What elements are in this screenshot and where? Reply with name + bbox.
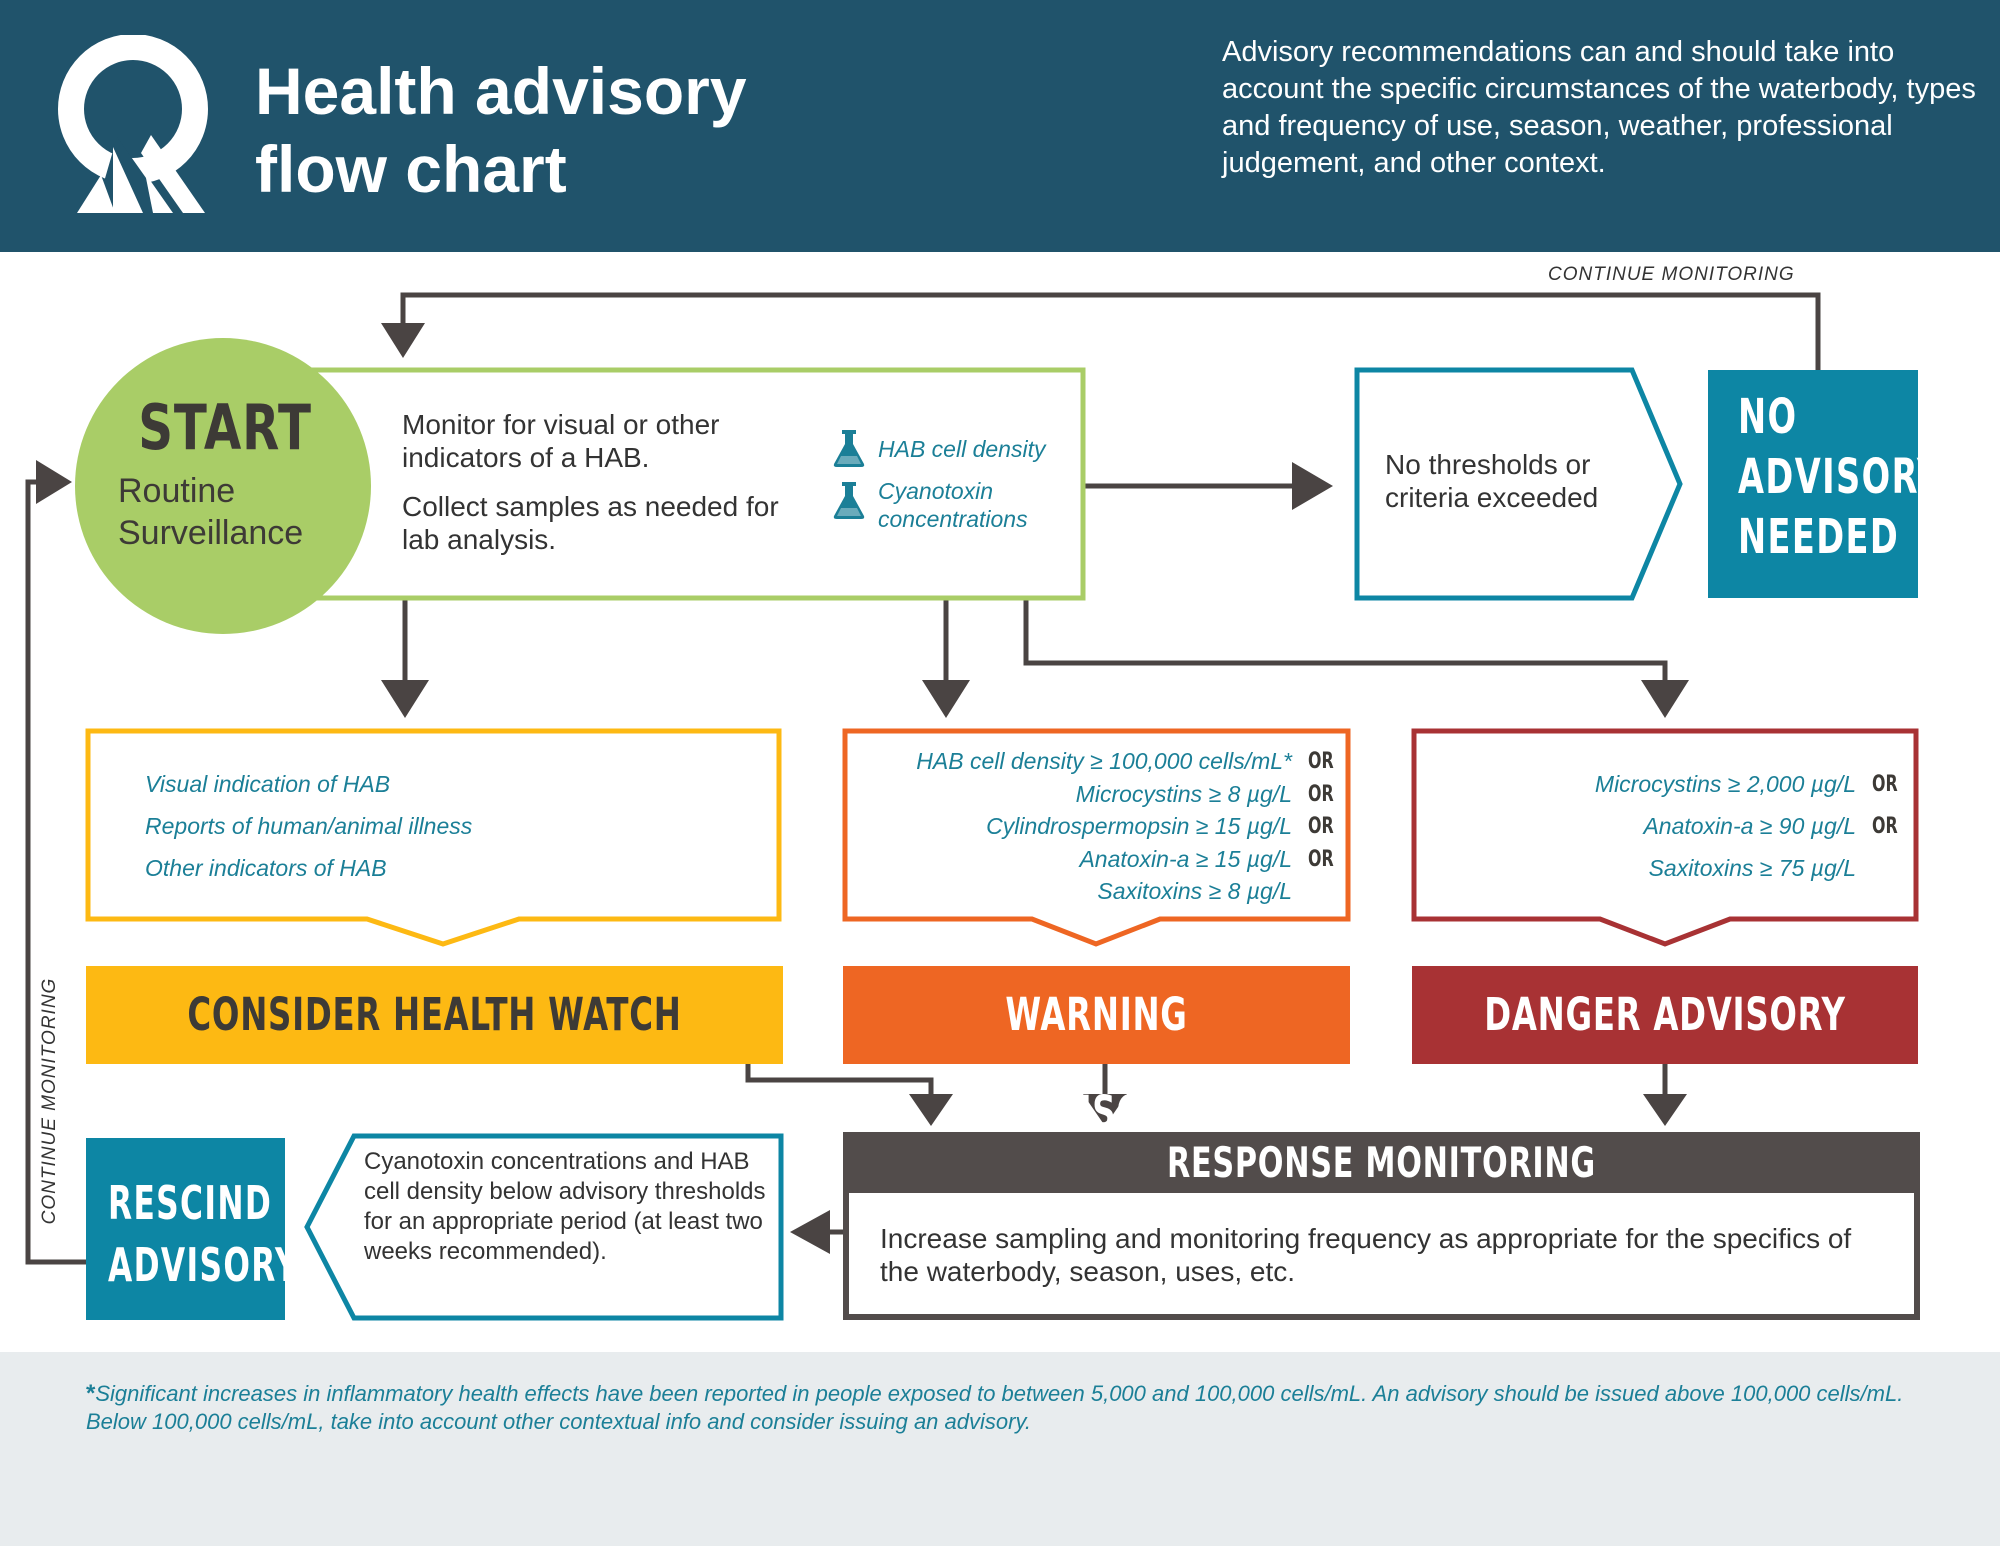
logo-mark — [58, 35, 208, 213]
criterion-item: Microcystins ≥ 8 µg/L — [1075, 780, 1292, 807]
arrowhead-no-threshold — [1292, 462, 1333, 510]
no-threshold-text: No thresholds or criteria exceeded — [1385, 449, 1599, 513]
warning-advisory-label: WARNING ADVISORY — [1000, 988, 1193, 1139]
intro-text: Advisory recommendations can and should … — [1222, 36, 1976, 179]
or-connector: OR — [1308, 814, 1334, 839]
arrowhead-loop-left — [36, 460, 72, 504]
title-line-2: flow chart — [255, 132, 567, 206]
arrowhead-danger — [1641, 680, 1689, 718]
or-connector: OR — [1872, 814, 1898, 839]
rescind-line-1: RESCIND — [108, 1176, 273, 1230]
monitor-text: Monitor for visual or other indicators o… — [402, 409, 720, 473]
criterion-item: Microcystins ≥ 2,000 µg/L — [1594, 771, 1856, 797]
danger-advisory-bar — [1412, 966, 1918, 1064]
arrowhead-warning — [922, 680, 970, 718]
arrowhead-rescind — [790, 1210, 830, 1254]
flask-icon — [833, 482, 865, 519]
response-text: Increase sampling and monitoring frequen… — [880, 1223, 1852, 1287]
no-advisory-label: NO ADVISORY NEEDED — [1738, 387, 1943, 567]
rescind-advisory-label: RESCIND ADVISORY — [108, 1172, 300, 1296]
page-title: Health advisory flow chart — [255, 52, 747, 208]
no-advisory-line-3: NEEDED — [1738, 509, 1900, 565]
criterion-item: Anatoxin-a ≥ 15 µg/L — [1079, 845, 1292, 872]
response-header — [843, 1133, 1920, 1193]
no-advisory-box — [1708, 370, 1918, 598]
header-banner — [0, 0, 2000, 252]
danger-criteria: Microcystins ≥ 2,000 µg/L Anatoxin-a ≥ 9… — [1460, 768, 1856, 894]
or-connector: OR — [1308, 749, 1334, 774]
criterion-item: Saxitoxins ≥ 8 µg/L — [1097, 878, 1292, 904]
response-title: RESPONSE MONITORING — [1167, 1138, 1596, 1187]
watch-to-response-line — [745, 1064, 934, 1096]
rescind-condition-text: Cyanotoxin concentrations and HAB cell d… — [364, 1148, 766, 1265]
footnote-marker: * — [86, 1380, 96, 1407]
footer-panel — [0, 1352, 2000, 1546]
start-sub-line-1: Routine — [118, 472, 236, 510]
no-advisory-line-1: NO — [1738, 389, 1798, 445]
danger-or-connectors: OR OR — [1872, 768, 1901, 852]
start-sub-line-2: Surveillance — [118, 514, 304, 552]
criterion-item: Other indicators of HAB — [145, 855, 387, 881]
danger-advisory-label: DANGER ADVISORY — [1484, 988, 1846, 1041]
criterion-item: Cylindrospermopsin ≥ 15 µg/L — [986, 813, 1292, 839]
health-watch-criteria: Visual indication of HAB Reports of huma… — [145, 768, 645, 894]
start-circle — [75, 338, 371, 634]
or-connector: OR — [1308, 846, 1334, 872]
warning-advisory-bar — [843, 966, 1350, 1064]
footnote-text: Significant increases in inflammatory he… — [86, 1381, 1904, 1434]
continue-monitoring-label-top: CONTINUE MONITORING — [1548, 264, 1795, 285]
rescind-line-2: ADVISORY — [108, 1238, 300, 1292]
or-connector: OR — [1308, 781, 1334, 807]
arrowhead-watch — [381, 680, 429, 718]
criterion-item: Anatoxin-a ≥ 90 µg/L — [1643, 813, 1856, 839]
arrowhead-watch-response — [909, 1094, 953, 1126]
flask-icon — [833, 430, 865, 467]
health-watch-bar — [86, 966, 783, 1064]
start-sublabel: Routine Surveillance — [118, 470, 378, 554]
health-watch-label: CONSIDER HEALTH WATCH — [187, 988, 682, 1041]
title-line-1: Health advisory — [255, 54, 747, 128]
criterion-item: Reports of human/animal illness — [145, 813, 473, 839]
lab-item-cell-density: HAB cell density — [878, 436, 1046, 462]
to-danger-line — [1023, 600, 1668, 682]
or-connector: OR — [1872, 772, 1898, 797]
arrowhead-loop-top — [381, 323, 425, 358]
criterion-item: Visual indication of HAB — [145, 771, 391, 797]
arrowhead-danger-response — [1643, 1094, 1687, 1126]
lab-item-cyanotoxin: Cyanotoxin concentrations — [878, 478, 1028, 532]
loop-top-line — [400, 292, 1821, 372]
start-label: START — [138, 391, 312, 464]
criterion-item: Saxitoxins ≥ 75 µg/L — [1648, 855, 1856, 881]
no-advisory-line-2: ADVISORY — [1738, 449, 1943, 505]
footnote: *Significant increases in inflammatory h… — [86, 1380, 1946, 1436]
collect-text: Collect samples as needed for lab analys… — [402, 491, 779, 555]
criterion-item: HAB cell density ≥ 100,000 cells/mL* — [916, 748, 1292, 774]
monitor-instructions: Monitor for visual or other indicators o… — [402, 408, 812, 572]
continue-monitoring-label-left: CONTINUE MONITORING — [39, 977, 60, 1225]
warning-criteria: HAB cell density ≥ 100,000 cells/mL* Mic… — [860, 745, 1292, 908]
rescind-advisory-box — [86, 1138, 285, 1320]
warning-or-connectors: OR OR OR OR — [1308, 745, 1337, 875]
